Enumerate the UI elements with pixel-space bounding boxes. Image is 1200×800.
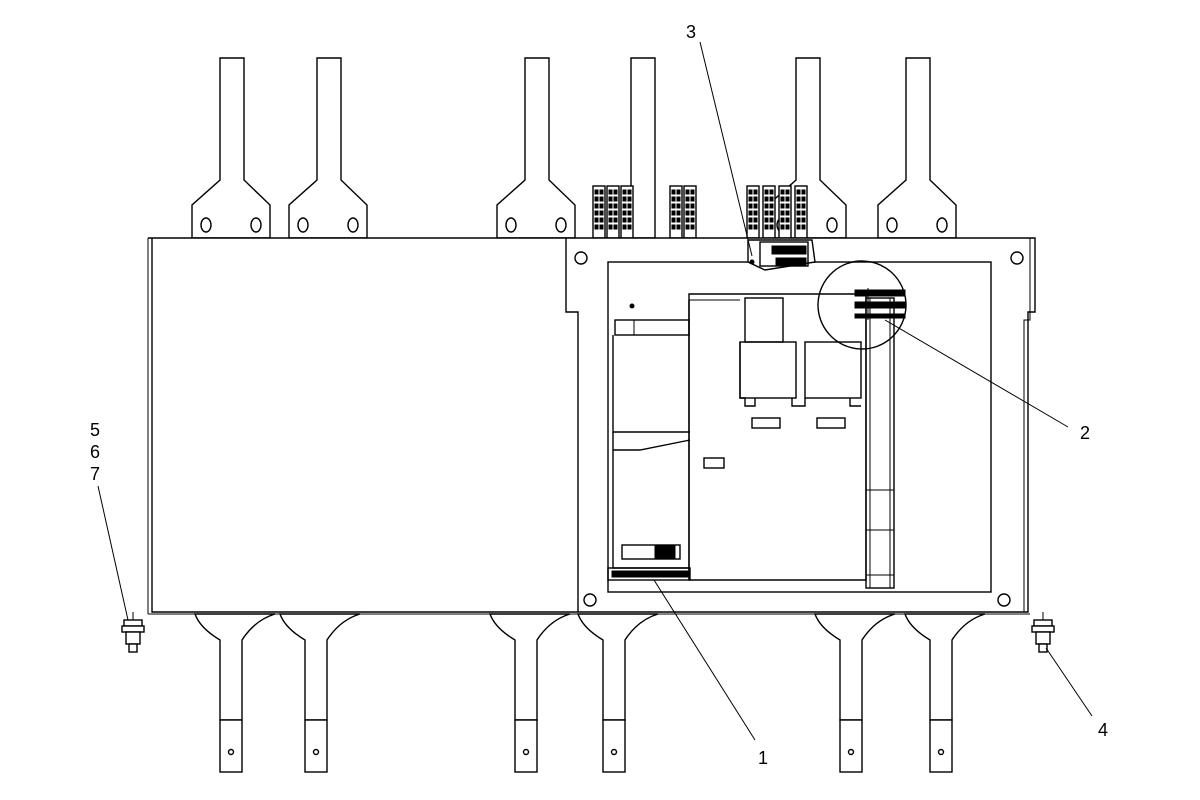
- detail-circle-3: [747, 239, 816, 271]
- callout-5: 5: [90, 420, 100, 440]
- bottom-bus-bar: [577, 613, 659, 773]
- terminal-blocks: [592, 185, 808, 239]
- terminal-block: [592, 185, 606, 239]
- terminal-block: [762, 185, 776, 239]
- callout-4: 4: [1098, 720, 1108, 740]
- terminal-block: [669, 185, 683, 239]
- vertical-rail: [865, 297, 895, 589]
- callouts: 1 2 3 4 5 6 7: [90, 22, 1108, 768]
- mounting-hole: [574, 251, 588, 265]
- bottom-bus-bars: [194, 613, 986, 773]
- top-bus-bars: [191, 57, 957, 239]
- top-bus-bar-3: [496, 57, 576, 239]
- top-bus-bar-2: [288, 57, 368, 239]
- mounting-hole: [997, 593, 1011, 607]
- callout-3: 3: [686, 22, 696, 42]
- callout-1: 1: [758, 748, 768, 768]
- leader-lines: [97, 41, 1093, 741]
- top-bus-bar-4: [630, 57, 656, 239]
- bottom-connector: [607, 567, 691, 581]
- mounting-hole: [1010, 251, 1024, 265]
- mounting-hole: [583, 593, 597, 607]
- bottom-bus-bar: [194, 613, 276, 773]
- terminal-block: [620, 185, 634, 239]
- callout-6: 6: [90, 442, 100, 462]
- terminal-block: [794, 185, 808, 239]
- right-bolt-assembly: [1031, 612, 1055, 653]
- bottom-bus-bar: [814, 613, 896, 773]
- terminal-block: [606, 185, 620, 239]
- top-bus-bar-1: [191, 57, 271, 239]
- callout-2: 2: [1080, 423, 1090, 443]
- detail-circle-2: [817, 260, 907, 350]
- bottom-bus-bar: [279, 613, 361, 773]
- callout-7: 7: [90, 464, 100, 484]
- terminal-block: [683, 185, 697, 239]
- top-bus-bar-6: [877, 57, 957, 239]
- terminal-block: [778, 185, 792, 239]
- left-bolt-assembly: [121, 612, 145, 653]
- bottom-bus-bar: [489, 613, 571, 773]
- bottom-bus-bar: [904, 613, 986, 773]
- terminal-block: [746, 185, 760, 239]
